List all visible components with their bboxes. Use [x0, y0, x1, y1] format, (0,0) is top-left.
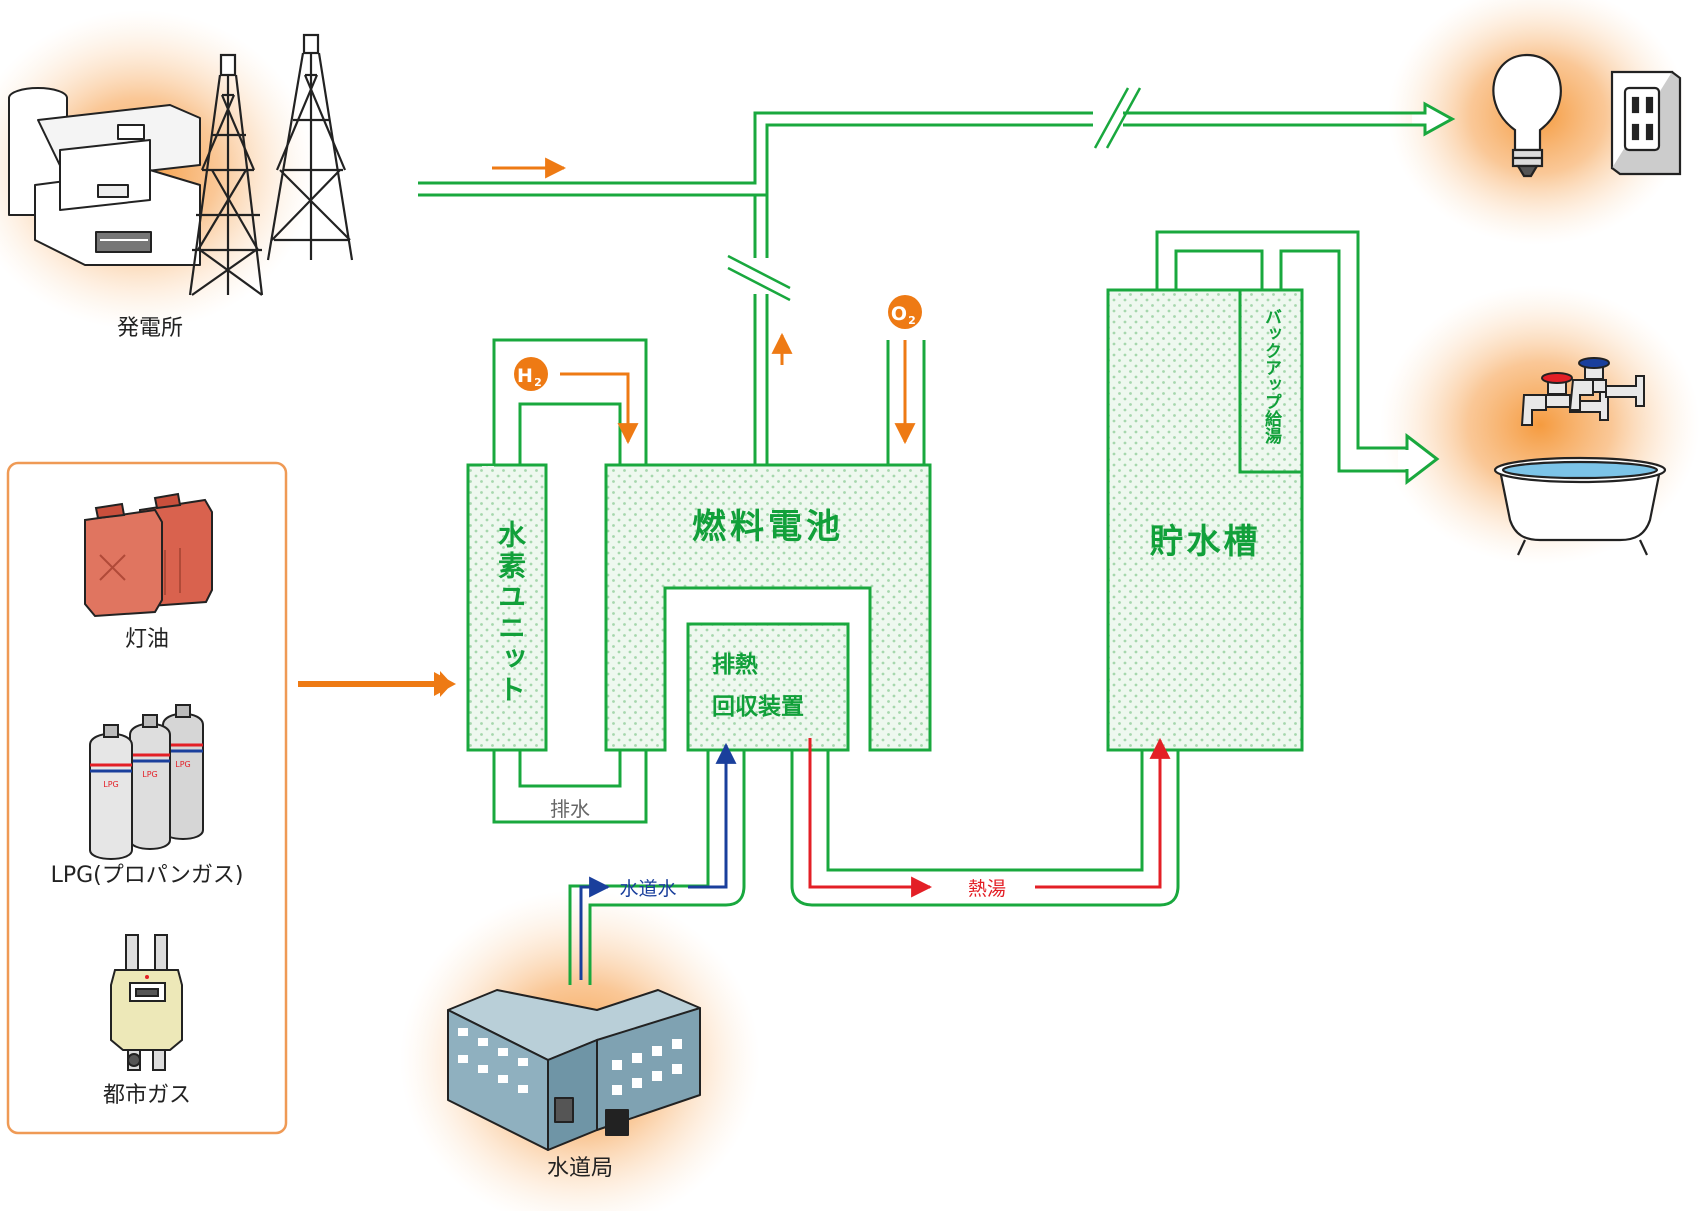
city-gas-label: 都市ガス	[103, 1083, 191, 1108]
oxygen-symbol: O	[891, 303, 907, 325]
backup-heater-box	[1243, 293, 1299, 469]
hot-water-arrow-2	[1035, 737, 1171, 889]
lpg-label: LPG(プロパンガス)	[51, 863, 244, 888]
oxygen-pipes	[886, 340, 926, 472]
backup-heater-vertical-label: バックアップ給湯	[1261, 308, 1281, 444]
hot-water-supply-pipes	[1155, 230, 1440, 486]
oxygen-subscript: 2	[908, 314, 916, 327]
light-bulb-icon	[1492, 53, 1562, 178]
bathtub-icon	[1493, 456, 1667, 556]
gas-meter-icon	[110, 934, 183, 1071]
drain-label: 排水	[550, 797, 590, 821]
tap-water-arrow-1	[579, 876, 611, 980]
hydrogen-flow-arrow	[560, 372, 639, 445]
water-bureau-building-icon	[447, 989, 701, 1151]
lpg-tank-mark-2: LPG	[142, 770, 157, 779]
electricity-arrowhead	[1412, 101, 1456, 137]
hydrogen-unit-vertical-label: 水素ユニット	[494, 520, 527, 706]
fuel-cell-label: 燃料電池	[692, 507, 844, 547]
power-plant-label: 発電所	[117, 316, 183, 341]
outlet-icon	[1610, 70, 1682, 176]
power-plant-icon	[8, 87, 201, 266]
hydrogen-unit-box	[466, 463, 548, 752]
hydrogen-symbol: H	[517, 365, 533, 387]
tap-water-arrow-2	[688, 742, 737, 889]
transmission-tower-icon	[188, 33, 354, 296]
hydrogen-badge	[514, 357, 548, 391]
hot-water-label: 熱湯	[968, 878, 1006, 900]
waterworks-label: 水道局	[547, 1156, 613, 1181]
kerosene-can-icon	[84, 492, 213, 618]
kerosene-label: 灯油	[125, 627, 169, 652]
heat-recovery-label-1: 排熱	[712, 652, 758, 678]
lpg-cylinder-icon	[89, 704, 204, 860]
oxygen-badge	[888, 295, 922, 329]
tap-water-label: 水道水	[619, 878, 676, 900]
faucet-icon	[1520, 357, 1645, 426]
hot-water-arrow-1	[808, 738, 933, 898]
line-break-marks	[727, 87, 1142, 302]
lpg-tank-mark-1: LPG	[103, 780, 118, 789]
hydrogen-subscript: 2	[534, 376, 542, 389]
storage-tank-label: 貯水槽	[1150, 522, 1261, 562]
fuel-cell-box	[604, 463, 932, 752]
heat-recovery-label-2: 回収装置	[712, 694, 804, 720]
heat-recovery-box	[686, 622, 850, 752]
water-loop-pipes	[568, 750, 1180, 985]
hydrogen-loop-pipes	[492, 338, 648, 824]
lpg-tank-mark-3: LPG	[175, 760, 190, 769]
